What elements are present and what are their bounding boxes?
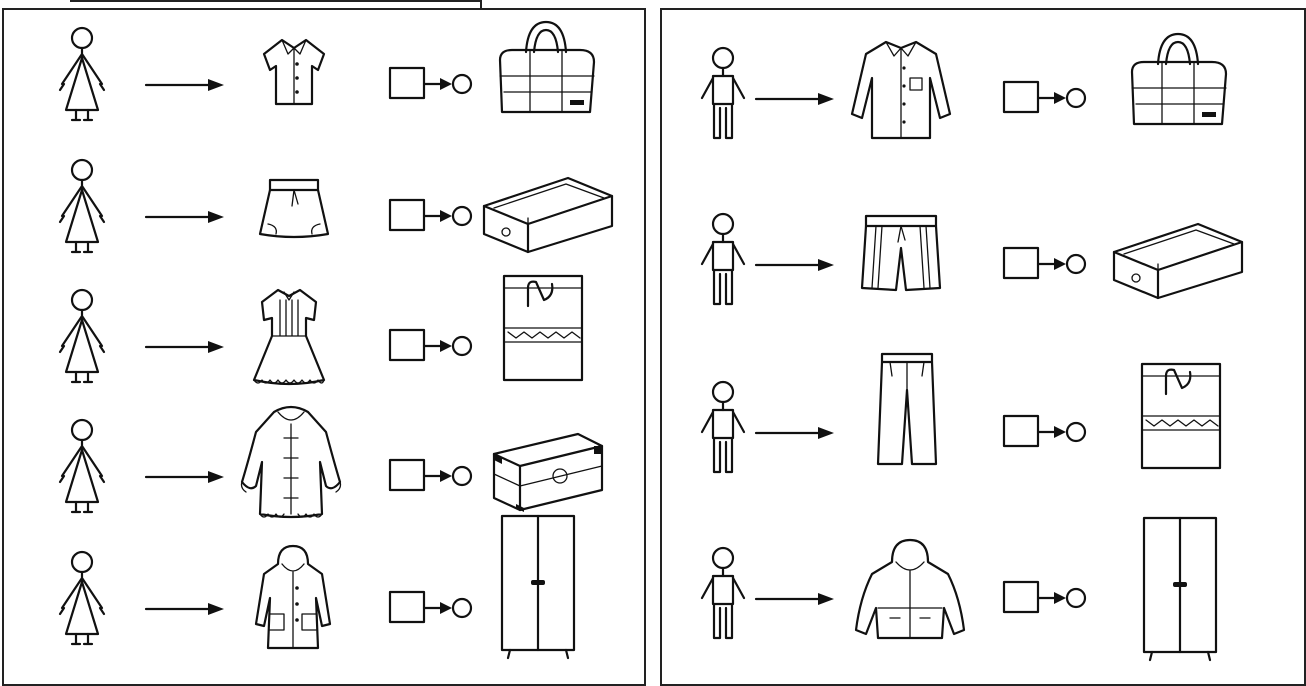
answer-box-left-2[interactable] — [388, 196, 474, 236]
shopping-bag-icon — [498, 266, 588, 386]
woman-figure-icon — [52, 418, 112, 518]
woman-figure-icon — [52, 550, 112, 650]
hooded-jacket-icon — [850, 538, 970, 648]
wardrobe-icon — [498, 512, 578, 662]
man-figure-icon — [698, 46, 748, 146]
arrow-icon — [144, 78, 224, 92]
answer-box-left-1[interactable] — [388, 64, 474, 104]
answer-box-right-3[interactable] — [1002, 412, 1088, 452]
answer-box-left-4[interactable] — [388, 456, 474, 496]
arrow-icon — [754, 426, 834, 440]
arrow-icon — [144, 340, 224, 354]
woman-figure-icon — [52, 288, 112, 388]
man-figure-icon — [698, 212, 748, 312]
trousers-icon — [872, 350, 942, 470]
man-figure-icon — [698, 380, 748, 480]
answer-box-left-3[interactable] — [388, 326, 474, 366]
answer-box-left-5[interactable] — [388, 588, 474, 628]
answer-box-right-2[interactable] — [1002, 244, 1088, 284]
travel-bag-icon — [490, 20, 600, 120]
shirt-icon — [846, 34, 956, 144]
right-panel-man — [660, 8, 1306, 686]
shopping-bag-icon — [1136, 354, 1226, 474]
arrow-icon — [144, 210, 224, 224]
hooded-coat-icon — [248, 544, 338, 654]
answer-box-right-1[interactable] — [1002, 78, 1088, 118]
woman-figure-icon — [52, 158, 112, 258]
travel-bag-icon — [1122, 32, 1232, 132]
fur-coat-icon — [236, 402, 346, 522]
arrow-icon — [144, 602, 224, 616]
arrow-icon — [144, 470, 224, 484]
man-figure-icon — [698, 546, 748, 646]
arrow-icon — [754, 92, 834, 106]
skirt-icon — [254, 174, 334, 244]
blouse-icon — [254, 32, 334, 112]
arrow-icon — [754, 592, 834, 606]
wardrobe-icon — [1140, 514, 1220, 664]
drawer-icon — [1108, 212, 1248, 302]
dress-icon — [244, 280, 334, 390]
arrow-icon — [754, 258, 834, 272]
drawer-icon — [478, 166, 618, 256]
trunk-icon — [488, 424, 608, 514]
answer-box-right-4[interactable] — [1002, 578, 1088, 618]
woman-figure-icon — [52, 26, 112, 126]
shorts-icon — [856, 208, 946, 298]
left-panel-woman — [2, 8, 646, 686]
